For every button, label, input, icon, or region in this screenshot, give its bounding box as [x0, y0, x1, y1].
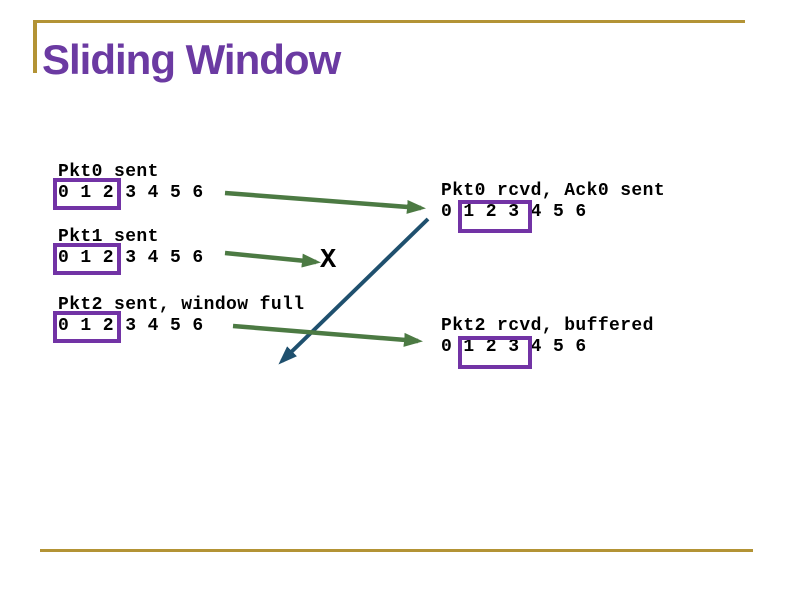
pkt0-arrow — [224, 190, 426, 214]
receiver-row-pkt0-sequence: 0 1 2 3 4 5 6 — [441, 202, 587, 222]
receiver-row-pkt2-sequence: 0 1 2 3 4 5 6 — [441, 337, 587, 357]
receiver-row-pkt0-label: Pkt0 rcvd, Ack0 sent — [441, 181, 666, 201]
receiver-window-box-pkt2 — [458, 336, 532, 369]
packet-loss-marker: X — [320, 246, 337, 276]
pkt1-arrow-lost — [224, 250, 321, 268]
sender-window-box-pkt2 — [53, 311, 121, 343]
sender-window-box-pkt0 — [53, 178, 121, 210]
ack0-arrow — [278, 217, 430, 365]
receiver-row-pkt2-label: Pkt2 rcvd, buffered — [441, 316, 654, 336]
frame-left-bar — [33, 20, 37, 73]
receiver-window-box-pkt0 — [458, 200, 532, 233]
sender-row-pkt2-sequence: 0 1 2 3 4 5 6 — [58, 316, 204, 336]
sender-window-box-pkt1 — [53, 243, 121, 275]
sender-row-pkt1-label: Pkt1 sent — [58, 227, 159, 247]
frame-top-border — [33, 20, 745, 23]
slide-title: Sliding Window — [42, 36, 341, 83]
frame-bottom-border — [40, 549, 753, 552]
sender-row-pkt2-label: Pkt2 sent, window full — [58, 295, 305, 315]
sender-row-pkt1-sequence: 0 1 2 3 4 5 6 — [58, 248, 204, 268]
sender-row-pkt0-label: Pkt0 sent — [58, 162, 159, 182]
sender-row-pkt0-sequence: 0 1 2 3 4 5 6 — [58, 183, 204, 203]
